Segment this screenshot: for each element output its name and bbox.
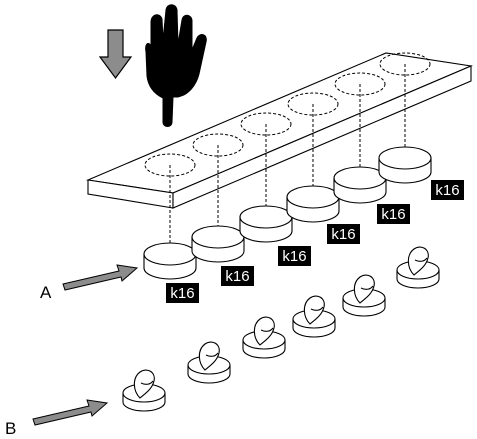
disc-label-text: k16 (381, 206, 405, 223)
disc-label-tag: k16 (431, 180, 464, 200)
pointer-arrow-icon (62, 264, 139, 291)
disc-label-text: k16 (225, 268, 249, 285)
disc (286, 185, 340, 223)
plate-holes (144, 52, 431, 177)
disc (378, 146, 432, 184)
disc-label-tag: k16 (327, 224, 360, 244)
disc-label-text: k16 (170, 285, 194, 302)
disc-label-text: k16 (435, 182, 459, 199)
pointing-hand-icon (145, 4, 207, 127)
disc-label-text: k16 (331, 226, 355, 243)
folded-disc (342, 274, 386, 317)
disc-label-tag: k16 (166, 283, 199, 303)
cover-plate (86, 52, 473, 209)
label-a: A (40, 283, 52, 302)
disc-row-b (122, 246, 440, 412)
plate-hole (192, 133, 244, 157)
plate-hole (379, 52, 431, 76)
disc-label-text: k16 (282, 248, 306, 265)
plate-hole (334, 72, 386, 96)
folded-disc (242, 316, 286, 359)
guide-lines (169, 64, 406, 249)
plate-hole (240, 112, 292, 136)
disc-label-tag: k16 (278, 246, 311, 266)
disc (191, 225, 245, 263)
folded-disc (396, 246, 440, 289)
disc-label-tag: k16 (377, 204, 410, 224)
disc (143, 242, 197, 280)
folded-disc (292, 295, 336, 338)
label-b: B (5, 419, 16, 438)
disc-row-a (143, 146, 432, 280)
disc (239, 205, 293, 243)
plate-hole (144, 153, 196, 177)
disc (333, 166, 387, 204)
disc-label-tag: k16 (221, 266, 254, 286)
folded-disc (187, 341, 231, 384)
down-arrow-icon (98, 29, 133, 80)
folded-disc (122, 369, 166, 412)
plate-hole (287, 92, 339, 116)
pointer-arrow-icon (32, 399, 109, 426)
disc-labels: k16 k16 k16 k16 k16 k16 (166, 180, 464, 303)
